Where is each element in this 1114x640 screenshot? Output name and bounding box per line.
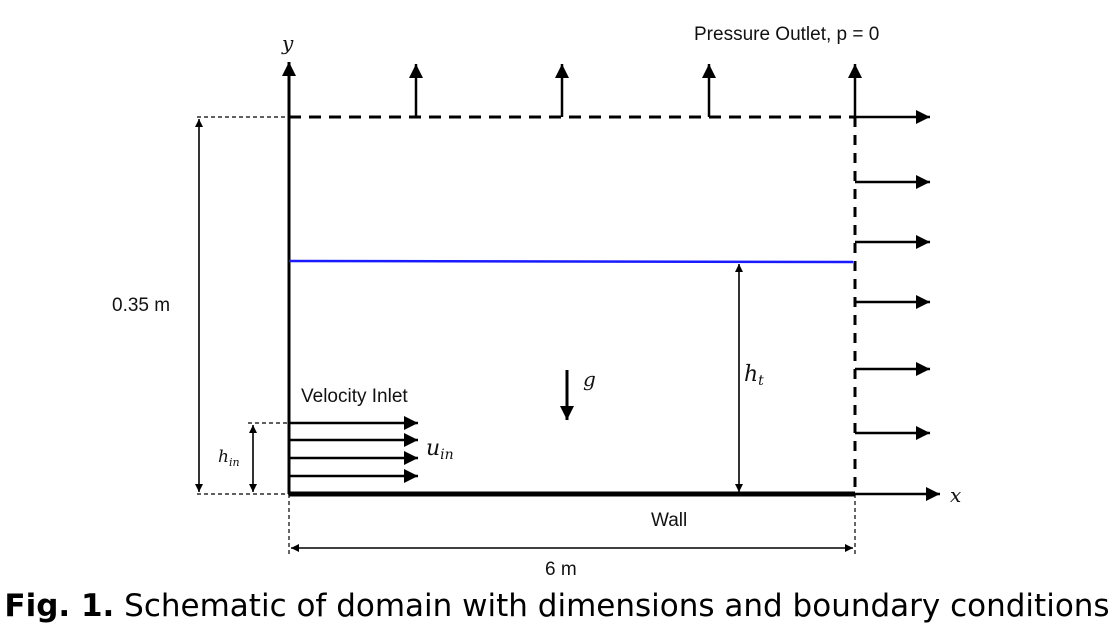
velocity-inlet-arrows: [289, 416, 418, 483]
length-label: 6 m: [545, 559, 577, 580]
gravity-label: g: [583, 367, 596, 391]
y-axis-label: y: [281, 31, 294, 55]
wall-label: Wall: [651, 510, 687, 531]
figure-caption: Fig. 1. Schematic of domain with dimensi…: [0, 588, 1114, 624]
x-axis-label: x: [950, 483, 961, 507]
caption-text: Schematic of domain with dimensions and …: [114, 588, 1110, 624]
velocity-inlet-label: Velocity Inlet: [301, 386, 408, 407]
top-outlet-arrows: [409, 64, 862, 117]
u-in-label: uin: [426, 436, 454, 463]
ht-label: ht: [744, 362, 764, 389]
water-surface-line: [288, 259, 854, 264]
hin-label: hin: [218, 447, 240, 469]
pressure-outlet-label: Pressure Outlet, p = 0: [694, 24, 879, 45]
height-label: 0.35 m: [112, 295, 170, 316]
right-outlet-arrows: [855, 110, 930, 440]
caption-prefix: Fig. 1.: [4, 588, 115, 624]
